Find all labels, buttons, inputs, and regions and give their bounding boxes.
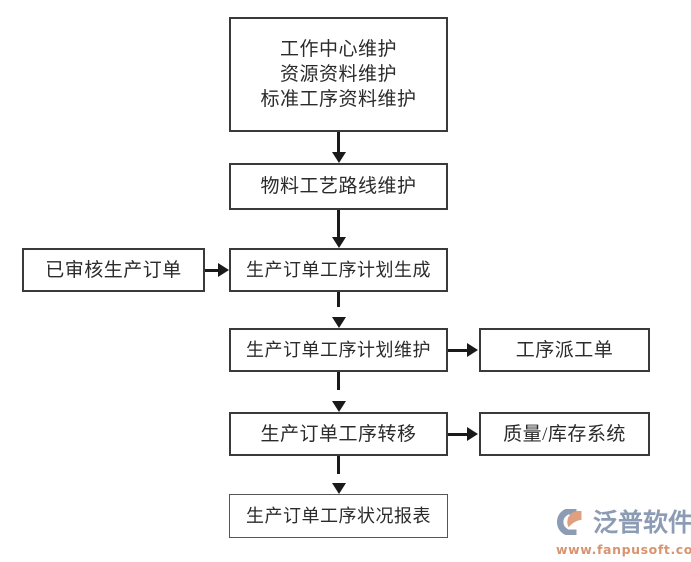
- node-basic-data-line-2: 资源资料维护: [279, 64, 397, 85]
- edge-plan-generate-to-plan-maintain: [337, 292, 340, 307]
- node-plan-maintain-label: 生产订单工序计划维护: [246, 340, 431, 360]
- node-quality-inventory-label: 质量/库存系统: [503, 423, 626, 445]
- node-plan-generate[interactable]: 生产订单工序计划生成: [229, 248, 448, 292]
- fanpusoft-logo-icon: [557, 509, 582, 535]
- node-quality-inventory[interactable]: 质量/库存系统: [479, 412, 650, 456]
- logo-row: 泛普软件: [556, 505, 691, 539]
- edge-process-transfer-to-quality-inventory-arrowhead: [467, 427, 478, 441]
- edge-process-transfer-to-status-report-arrowhead: [331, 483, 346, 494]
- edge-basic-data-to-material-route: [337, 132, 340, 154]
- edge-plan-maintain-to-process-transfer-arrowhead: [331, 401, 346, 412]
- logo-url-text: www.fanpusoft.com: [556, 542, 691, 557]
- edge-plan-maintain-to-dispatch-order: [448, 348, 468, 352]
- node-dispatch-order-label: 工序派工单: [515, 339, 614, 361]
- node-process-transfer-label: 生产订单工序转移: [260, 423, 417, 445]
- edge-plan-generate-to-plan-maintain-arrowhead: [331, 317, 346, 328]
- edge-basic-data-to-material-route-arrowhead: [331, 152, 346, 163]
- edge-process-transfer-to-quality-inventory: [448, 432, 468, 436]
- node-plan-maintain[interactable]: 生产订单工序计划维护: [229, 328, 448, 372]
- node-material-route[interactable]: 物料工艺路线维护: [229, 163, 448, 210]
- node-approved-order[interactable]: 已审核生产订单: [22, 248, 205, 292]
- edge-material-route-to-plan-generate: [337, 210, 340, 237]
- node-status-report[interactable]: 生产订单工序状况报表: [229, 494, 448, 538]
- node-approved-order-label: 已审核生产订单: [45, 259, 182, 281]
- node-process-transfer[interactable]: 生产订单工序转移: [229, 412, 448, 456]
- node-plan-generate-label: 生产订单工序计划生成: [246, 260, 431, 280]
- node-basic-data-line-1: 工作中心维护: [279, 39, 397, 60]
- node-basic-data-line-3: 标准工序资料维护: [260, 89, 417, 110]
- fanpusoft-logo: 泛普软件 www.fanpusoft.com: [556, 505, 691, 557]
- node-status-report-label: 生产订单工序状况报表: [246, 506, 431, 526]
- edge-plan-maintain-to-dispatch-order-arrowhead: [467, 343, 478, 357]
- edge-approved-order-to-plan-generate-arrowhead: [218, 263, 229, 277]
- edge-material-route-to-plan-generate-arrowhead: [331, 237, 346, 248]
- logo-brand-text: 泛普软件: [593, 507, 691, 537]
- node-dispatch-order[interactable]: 工序派工单: [479, 328, 650, 372]
- edge-approved-order-to-plan-generate: [205, 268, 220, 272]
- node-basic-data[interactable]: 工作中心维护 资源资料维护 标准工序资料维护: [229, 17, 448, 132]
- node-material-route-label: 物料工艺路线维护: [260, 176, 417, 197]
- edge-plan-maintain-to-process-transfer: [337, 372, 340, 390]
- edge-process-transfer-to-status-report: [337, 456, 340, 474]
